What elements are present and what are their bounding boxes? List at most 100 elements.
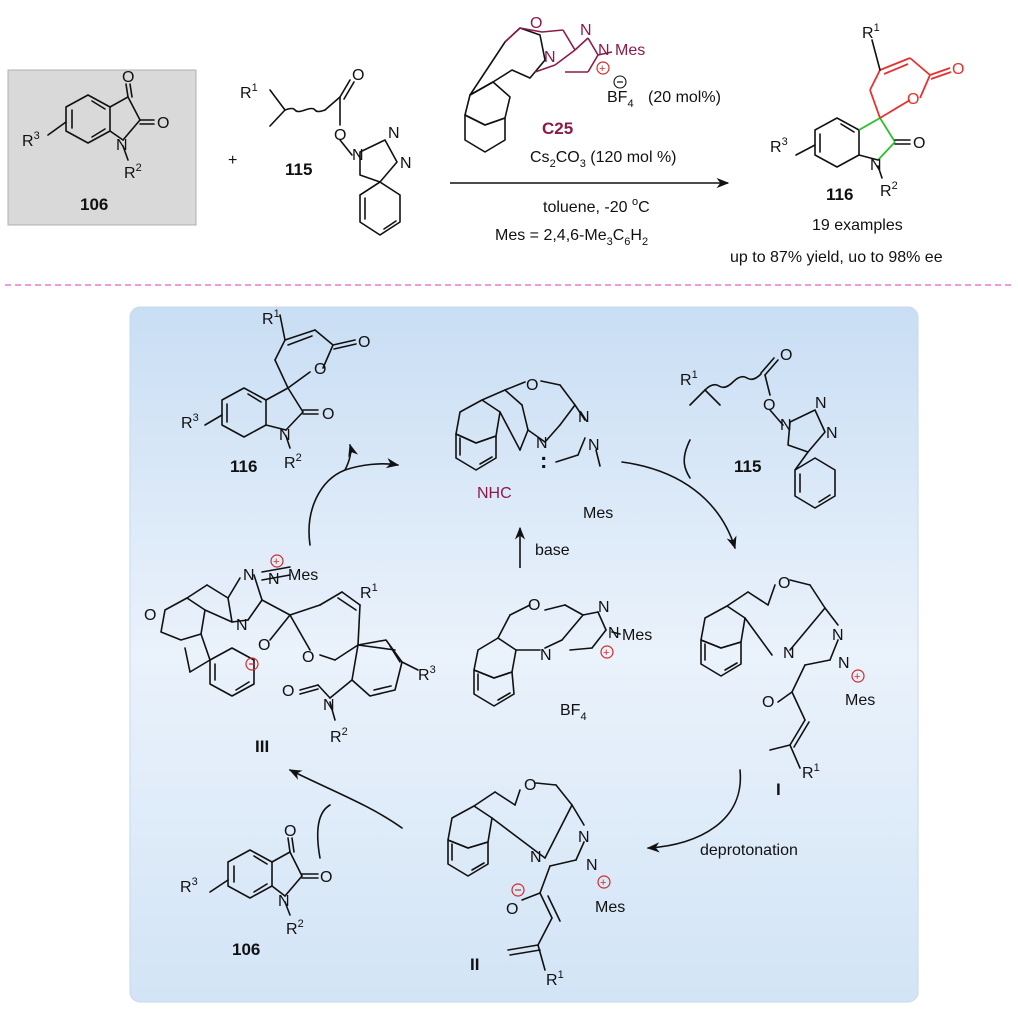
intermediate-III-N-right: N (268, 571, 280, 588)
intermediate-III-N-top: N (243, 567, 255, 584)
intermediate-I-plus: + (854, 671, 860, 683)
reactant-106-O2: O (157, 115, 169, 132)
intermediate-III-O-lactam: O (282, 683, 294, 700)
deprotonation-label: deprotonation (700, 842, 798, 859)
intermediate-III-R3: R3 (418, 664, 436, 684)
reactant-115-N2: N (388, 125, 400, 142)
intermediate-II-mes: Mes (595, 899, 625, 916)
precatalyst-N-right: N (608, 625, 620, 642)
product-116-R1: R1 (862, 22, 880, 42)
cycle-116-O-lactam: O (322, 406, 334, 423)
intermediate-II-O-enolate: O (506, 901, 518, 918)
catalyst-loading: (20 mol%) (648, 89, 721, 106)
nhc-mes: Mes (583, 505, 613, 522)
precatalyst-positive-charge (600, 645, 614, 659)
catalyst-c25-structure (464, 27, 613, 153)
cycle-115-R1: R1 (680, 369, 698, 389)
catalyst-N-top: N (580, 22, 592, 39)
precatalyst-bf4: BF4 (560, 702, 587, 723)
reactant-106-label: 106 (80, 195, 108, 214)
reactant-115-structure (269, 79, 401, 236)
precatalyst-structure (473, 604, 621, 707)
product-116-R3: R3 (770, 136, 788, 156)
intermediate-I-N-top: N (832, 627, 844, 644)
catalyst-bf4: BF4 (607, 89, 634, 110)
arrow-to-III (288, 769, 403, 829)
intermediate-II-O: O (524, 777, 536, 794)
nhc-structure (455, 380, 601, 471)
catalyst-label: C25 (542, 119, 573, 138)
product-116-R2: R2 (880, 180, 898, 200)
intermediate-II-negative-charge (511, 883, 525, 897)
intermediate-I-positive-charge (851, 669, 865, 683)
cycle-106-structure (209, 837, 319, 916)
intermediate-II-label: II (470, 955, 479, 974)
cycle-116-R2: R2 (284, 452, 302, 472)
precatalyst-N-top: N (598, 599, 610, 616)
reactant-106-O1: O (122, 69, 134, 86)
intermediate-II-structure (447, 782, 585, 971)
intermediate-I-structure (700, 579, 839, 769)
reactant-106-R3: R3 (22, 130, 40, 150)
intermediate-III-R2: R2 (330, 726, 348, 746)
condition-base: Cs2CO3 (120 mol %) (530, 149, 677, 170)
cycle-116-O-ring: O (314, 361, 326, 378)
nhc-lone-pair: : (540, 448, 547, 473)
reactant-106-R2: R2 (124, 162, 142, 182)
intermediate-I-label: I (776, 780, 781, 799)
reactant-115-R1: R1 (240, 82, 258, 102)
base-label: base (535, 542, 570, 559)
cycle-106-O2: O (320, 869, 332, 886)
product-116-yield: up to 87% yield, uo to 98% ee (730, 249, 943, 266)
intermediate-III-R1: R1 (360, 582, 378, 602)
cycle-116-label: 116 (230, 457, 257, 476)
product-116-N: N (870, 157, 882, 174)
cycle-115-O2: O (763, 397, 775, 414)
cycle-115-N3: N (826, 425, 838, 442)
nhc-N-top: N (578, 409, 590, 426)
condition-solvent: toluene, -20 oC (543, 196, 650, 216)
intermediate-III-negative-charge (245, 657, 259, 671)
catalytic-cycle-panel (129, 306, 919, 1003)
cycle-115-structure (689, 357, 836, 509)
product-116-label: 116 (826, 185, 853, 204)
cycle-116-R1: R1 (262, 308, 280, 328)
catalyst-positive-charge (596, 61, 610, 75)
reactant-106-N: N (116, 137, 128, 154)
cycle-115-N1: N (780, 417, 792, 434)
intermediate-I-mes: Mes (845, 692, 875, 709)
reactant-115-label: 115 (285, 160, 312, 179)
nhc-N-left: N (536, 435, 548, 452)
cycle-116-N: N (279, 427, 291, 444)
intermediate-I-O: O (778, 575, 790, 592)
catalyst-O: O (530, 15, 542, 32)
cycle-106-N: N (278, 893, 290, 910)
cycle-116-R3: R3 (181, 412, 199, 432)
intermediate-I-N-right: N (838, 655, 850, 672)
cycle-106-O1: O (284, 823, 296, 840)
cycle-115-O1: O (780, 347, 792, 364)
arrow-to-I (621, 461, 737, 550)
arrow-106-in (316, 804, 331, 859)
catalyst-N-left: N (544, 49, 556, 66)
intermediate-III-O-bridge: O (302, 649, 314, 666)
precatalyst-mes: Mes (622, 627, 652, 644)
catalyst-N-right: N (598, 42, 610, 59)
cycle-106-R2: R2 (286, 918, 304, 938)
reactant-115-O2: O (334, 127, 346, 144)
catalyst-negative-charge (613, 75, 627, 89)
condition-mes-definition: Mes = 2,4,6-Me3C6H2 (495, 227, 648, 248)
arrow-115-in (683, 439, 691, 479)
intermediate-III-N-left: N (236, 617, 248, 634)
intermediate-I-R1: R1 (802, 762, 820, 782)
reactant-115-O1: O (352, 67, 364, 84)
nhc-O: O (526, 377, 538, 394)
reactant-115-N3: N (400, 155, 412, 172)
catalyst-plus: + (599, 63, 605, 75)
intermediate-III-N: N (323, 697, 335, 714)
nhc-label: NHC (477, 485, 512, 502)
product-116-O-carbonyl: O (952, 61, 964, 78)
intermediate-II-plus: + (600, 877, 606, 889)
reactant-106-highlight (7, 69, 197, 226)
